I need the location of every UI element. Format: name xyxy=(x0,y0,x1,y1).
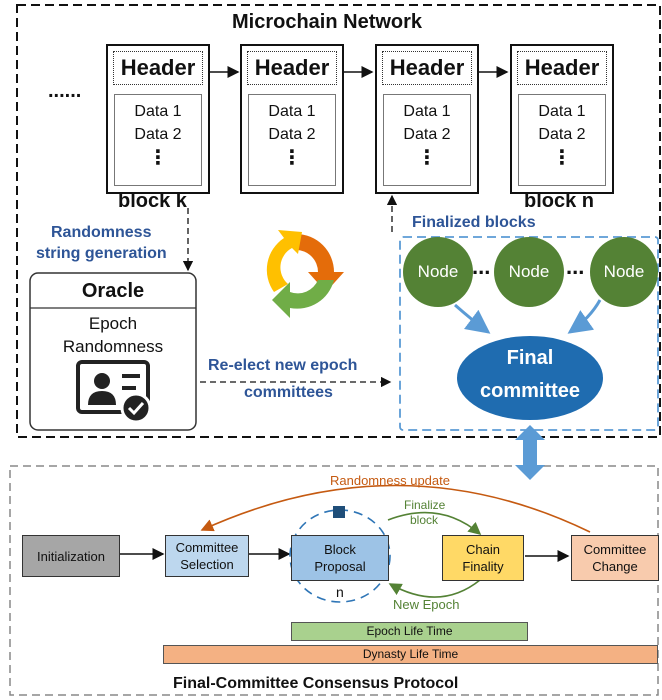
oracle-title: Oracle xyxy=(81,280,145,302)
block-n: Header Data 1 Data 2 ⋮ xyxy=(510,44,614,194)
block-header: Header xyxy=(382,51,472,85)
oracle-randomness: Randomness xyxy=(62,337,164,356)
data-more-dots: ⋮ xyxy=(282,147,302,169)
finalize-block-label-1: Finalize xyxy=(404,498,446,512)
finalize-block-label-2: block xyxy=(410,513,439,527)
step-committee-change: Committee Change xyxy=(571,535,659,581)
step-initialization-label: Initialization xyxy=(37,548,105,564)
block-data: Data 1 Data 2 ⋮ xyxy=(248,94,336,186)
step-committee-selection-label-1: Committee xyxy=(175,540,239,555)
block-header: Header xyxy=(247,51,337,85)
data-line-2: Data 2 xyxy=(403,126,451,143)
step-committee-change-label-1: Committee xyxy=(583,542,647,557)
step-initialization: Initialization xyxy=(22,535,120,577)
loop-marker-square xyxy=(333,506,345,518)
data-line-1: Data 1 xyxy=(134,103,182,120)
final-committee-label-1: Final xyxy=(506,347,554,369)
id-card-icon xyxy=(76,360,152,424)
protocol-title: Final-Committee Consensus Protocol xyxy=(173,675,459,692)
node-1: Node xyxy=(403,237,473,307)
data-line-2: Data 2 xyxy=(134,126,182,143)
reelect-label-1: Re-elect new epoch xyxy=(208,357,358,374)
data-line-2: Data 2 xyxy=(268,126,316,143)
step-block-proposal-label-1: Block xyxy=(324,542,356,557)
data-line-1: Data 1 xyxy=(268,103,316,120)
node-3: Node xyxy=(590,237,658,307)
randomness-label-2: string generation xyxy=(36,245,167,262)
final-committee-ellipse xyxy=(457,336,603,420)
block-data: Data 1 Data 2 ⋮ xyxy=(383,94,471,186)
step-committee-selection: Committee Selection xyxy=(165,535,249,577)
data-line-2: Data 2 xyxy=(538,126,586,143)
finalized-blocks-label: Finalized blocks xyxy=(412,214,536,231)
randomness-label-1: Randomness xyxy=(51,224,152,241)
step-committee-selection-label-2: Selection xyxy=(180,557,234,572)
step-block-proposal-label-2: Proposal xyxy=(314,559,366,574)
node-ellipsis-1: ... xyxy=(472,254,491,279)
loop-count-label: n xyxy=(336,584,344,600)
new-epoch-label: New Epoch xyxy=(393,597,460,612)
block-n-label: block n xyxy=(524,190,595,212)
step-chain-finality-label-1: Chain xyxy=(466,542,500,557)
oracle-epoch: Epoch xyxy=(88,314,138,333)
protocol-border xyxy=(9,465,659,696)
chain-ellipsis: ...... xyxy=(48,80,82,102)
oracle-box xyxy=(29,272,197,431)
sync-double-arrow xyxy=(515,425,545,480)
step-block-proposal: Block Proposal xyxy=(291,535,389,581)
reelect-label-2: committees xyxy=(244,384,333,401)
data-more-dots: ⋮ xyxy=(148,147,168,169)
step-committee-change-label-2: Change xyxy=(592,559,638,574)
block-k-label: block k xyxy=(118,190,187,212)
node-2: Node xyxy=(494,237,564,307)
step-chain-finality: Chain Finality xyxy=(442,535,524,581)
node-ellipsis-2: ... xyxy=(566,254,585,279)
data-line-1: Data 1 xyxy=(403,103,451,120)
randomness-update-label: Randomness update xyxy=(330,473,450,488)
block-header: Header xyxy=(113,51,203,85)
network-border xyxy=(16,4,661,438)
data-more-dots: ⋮ xyxy=(417,147,437,169)
step-chain-finality-label-2: Finality xyxy=(462,559,504,574)
final-committee-label-2: committee xyxy=(479,380,581,402)
network-title: Microchain Network xyxy=(232,11,423,33)
block-k: Header Data 1 Data 2 ⋮ xyxy=(106,44,210,194)
cycle-icon xyxy=(266,230,344,318)
block-data: Data 1 Data 2 ⋮ xyxy=(114,94,202,186)
epoch-lifetime-bar: Epoch Life Time xyxy=(291,622,528,641)
dynasty-lifetime-bar: Dynasty Life Time xyxy=(163,645,658,664)
data-more-dots: ⋮ xyxy=(552,147,572,169)
block-finalized: Header Data 1 Data 2 ⋮ xyxy=(375,44,479,194)
block-k-plus-1: Header Data 1 Data 2 ⋮ xyxy=(240,44,344,194)
block-data: Data 1 Data 2 ⋮ xyxy=(518,94,606,186)
data-line-1: Data 1 xyxy=(538,103,586,120)
block-header: Header xyxy=(517,51,607,85)
